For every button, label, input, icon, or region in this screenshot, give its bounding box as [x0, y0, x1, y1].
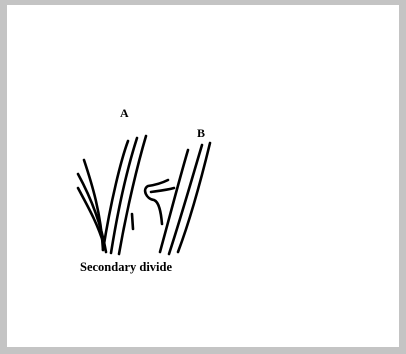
- branch-b: [145, 143, 210, 254]
- mark-i-stroke: [132, 214, 133, 229]
- label-b: B: [197, 126, 205, 140]
- branch-b-line-3: [178, 143, 210, 252]
- caption-secondary-divide: Secondary divide: [80, 260, 172, 274]
- branch-a: [78, 136, 146, 254]
- branch-b-fork-curve-1: [145, 180, 168, 224]
- label-a: A: [120, 106, 129, 120]
- branch-b-fork-curve-2: [151, 188, 174, 192]
